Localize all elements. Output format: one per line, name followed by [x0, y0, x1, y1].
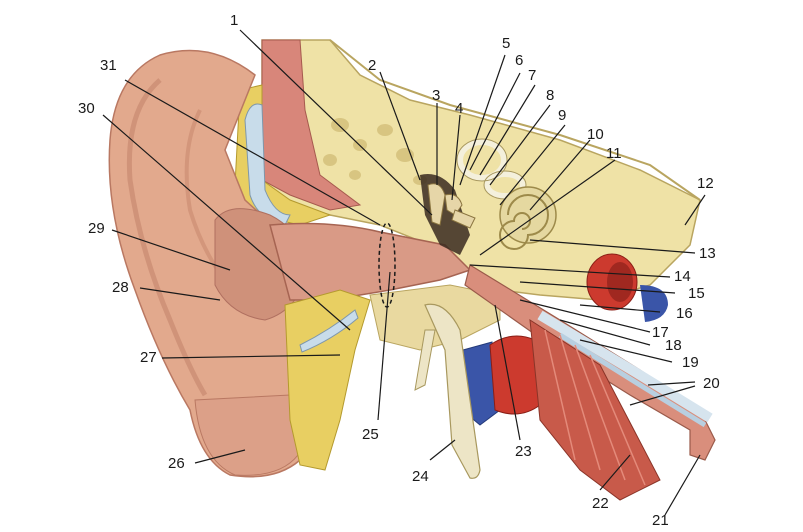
label-27: 27	[140, 349, 157, 366]
label-29: 29	[88, 220, 105, 237]
fat-layer-lower	[284, 289, 371, 471]
label-26: 26	[168, 455, 185, 472]
auditory-tube-cartilage	[537, 310, 713, 423]
label-25: 25	[362, 426, 379, 443]
label-18: 18	[665, 337, 682, 354]
label-13: 13	[699, 245, 716, 262]
earlobe	[194, 394, 301, 476]
label-5: 5	[502, 35, 510, 52]
label-24: 24	[412, 468, 429, 485]
label-10: 10	[587, 126, 604, 143]
label-15: 15	[688, 285, 705, 302]
internal-jugular-vein	[640, 285, 668, 322]
leader-lines	[102, 29, 706, 516]
label-14: 14	[674, 268, 691, 285]
label-2: 2	[368, 57, 376, 74]
styloid-process	[424, 303, 481, 479]
styloid-tip-small	[414, 329, 436, 391]
label-22: 22	[592, 495, 609, 512]
bone-ridge	[329, 39, 701, 201]
label-6: 6	[515, 52, 523, 69]
label-28: 28	[112, 279, 129, 296]
label-16: 16	[676, 305, 693, 322]
label-3: 3	[432, 87, 440, 104]
label-21: 21	[652, 512, 669, 529]
external-acoustic-canal	[269, 222, 472, 301]
label-1: 1	[230, 12, 238, 29]
label-4: 4	[455, 100, 463, 117]
label-20: 20	[703, 375, 720, 392]
label-7: 7	[528, 67, 536, 84]
label-11: 11	[606, 145, 622, 162]
label-19: 19	[682, 354, 699, 371]
internal-carotid-artery	[586, 253, 638, 311]
label-23: 23	[515, 443, 532, 460]
auditory-tube-cartilage-lower	[558, 332, 707, 428]
semicircular-canals	[457, 139, 526, 199]
muscles	[529, 319, 661, 501]
auricular-cartilage-lower	[299, 309, 359, 353]
helix-fold	[126, 78, 208, 397]
label-12: 12	[697, 175, 714, 192]
cochlea	[499, 186, 557, 250]
label-8: 8	[546, 87, 554, 104]
label-9: 9	[558, 107, 566, 124]
label-31: 31	[100, 57, 117, 74]
muscle-layer	[261, 39, 362, 211]
label-30: 30	[78, 100, 95, 117]
label-17: 17	[652, 324, 669, 341]
